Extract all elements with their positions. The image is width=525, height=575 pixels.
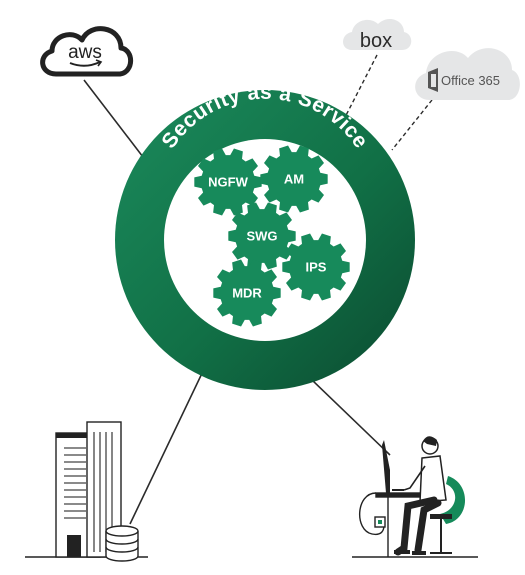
service-gears: NGFW AM SWG IPS MDR [194,145,350,327]
remote-user-connection-line [311,379,391,456]
gear-swg-label: SWG [246,229,277,244]
gear-ips-icon [282,233,350,301]
gear-am-icon [260,145,328,213]
gear-mdr-label: MDR [232,286,262,301]
box-label: box [360,30,392,52]
office365-cloud: Office 365 [415,48,520,100]
aws-cloud-icon [40,26,134,77]
remote-worker [352,436,478,558]
aws-cloud: aws [40,26,134,77]
aws-connection-line [83,79,144,158]
office365-label: Office 365 [441,73,500,88]
aws-label: aws [68,42,102,63]
gear-am: AM [260,145,328,213]
box-cloud-icon [343,18,412,50]
gear-ngfw: NGFW [194,148,262,216]
monitor-icon [382,440,404,493]
box-cloud: box [343,18,412,52]
building-icon [55,421,122,558]
aws-smile-icon [69,61,101,67]
gear-ips: IPS [282,233,350,301]
gear-ngfw-label: NGFW [208,175,248,190]
database-icon [105,525,139,562]
person-icon [394,436,447,556]
office-logo-icon [428,68,438,92]
desk-icon [358,492,439,557]
gear-am-label: AM [284,172,304,187]
gear-mdr: MDR [213,259,281,327]
gear-mdr-icon [213,259,281,327]
gear-ips-label: IPS [306,260,327,275]
connection-lines [83,54,433,525]
datacenter [25,421,148,562]
gear-ngfw-icon [194,148,262,216]
gear-swg: SWG [228,202,296,270]
gear-swg-icon [228,202,296,270]
datacenter-connection-line [129,366,206,525]
chair-icon [430,476,466,554]
office365-connection-line [391,99,433,151]
office365-cloud-icon [415,48,520,100]
